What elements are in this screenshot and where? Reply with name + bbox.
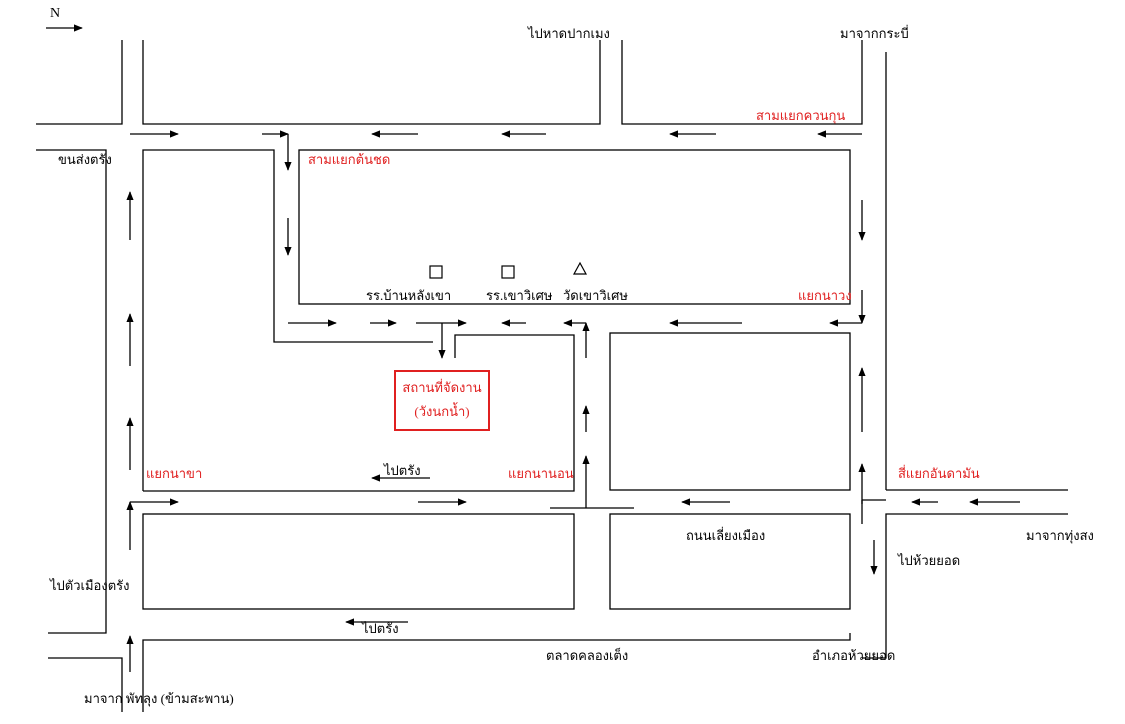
label-wat-khao-wiset: วัดเขาวิเศษ bbox=[563, 288, 628, 303]
label-khlong-teng-market: ตลาดคลองเต็ง bbox=[546, 648, 629, 663]
label-from-thung-song: มาจากทุ่งสง bbox=[1026, 528, 1094, 543]
label-na-non-intersection: แยกนานอน bbox=[508, 466, 574, 481]
label-na-khao-intersection: แยกนาขา bbox=[146, 466, 203, 481]
label-from-krabi: มาจากกระบี่ bbox=[840, 26, 909, 41]
label-from-phatthalung: มาจาก พัทลุง (ข้ามสะพาน) bbox=[84, 691, 234, 706]
road-edge bbox=[142, 40, 601, 125]
venue-title: สถานที่จัดงาน bbox=[402, 380, 482, 395]
label-na-wang-intersection: แยกนาวง bbox=[798, 288, 852, 303]
block-top-left bbox=[142, 149, 433, 491]
road-edge bbox=[36, 149, 107, 634]
school-baan-lang-khao-icon bbox=[429, 265, 443, 279]
block-middle-right bbox=[609, 332, 851, 491]
block-bottom-right bbox=[609, 513, 851, 610]
north-indicator: N bbox=[50, 6, 61, 21]
label-school-baan-lang-khao: รร.บ้านหลังเขา bbox=[366, 288, 452, 303]
block-top-center bbox=[298, 149, 851, 305]
block-bottom-left bbox=[142, 513, 575, 610]
label-an-daman-intersection: สี่แยกอันดามัน bbox=[898, 466, 980, 481]
label-khuan-kun-junction: สามแยกควนกุน bbox=[756, 108, 846, 123]
road-edge bbox=[106, 657, 123, 712]
label-to-trang-city: ไปตัวเมืองตรัง bbox=[50, 578, 130, 593]
road-edge bbox=[36, 40, 123, 125]
label-lieng-mueang-road: ถนนเลี่ยงเมือง bbox=[686, 528, 766, 543]
label-to-trang-bottom: ไปตรัง bbox=[362, 621, 399, 636]
landmark-markers bbox=[429, 261, 588, 279]
road-edges bbox=[36, 40, 1068, 712]
venue-box: สถานที่จัดงาน (วังนกน้ำ) bbox=[394, 370, 490, 431]
road-edge bbox=[142, 633, 851, 712]
temple-icon bbox=[572, 261, 588, 275]
label-ton-chot-junction: สามแยกต้นชด bbox=[308, 152, 391, 167]
label-to-trang-middle: ไปตรัง bbox=[384, 463, 421, 478]
road-edge bbox=[862, 513, 1068, 659]
road-edge bbox=[621, 40, 863, 125]
label-huai-yot-district: อำเภอห้วยยอด bbox=[812, 648, 896, 663]
venue-subtitle: (วังนกน้ำ) bbox=[414, 404, 470, 419]
block-top-left-b bbox=[143, 334, 575, 492]
label-school-khao-wiset: รร.เขาวิเศษ bbox=[486, 288, 553, 303]
label-khon-song-trang: ขนส่งตรัง bbox=[58, 152, 112, 167]
label-to-pak-meng-beach: ไปหาดปากเมง bbox=[528, 26, 610, 41]
direction-arrows bbox=[46, 24, 1020, 672]
label-to-huai-yot: ไปห้วยยอด bbox=[898, 553, 961, 568]
school-khao-wiset-icon bbox=[501, 265, 515, 279]
